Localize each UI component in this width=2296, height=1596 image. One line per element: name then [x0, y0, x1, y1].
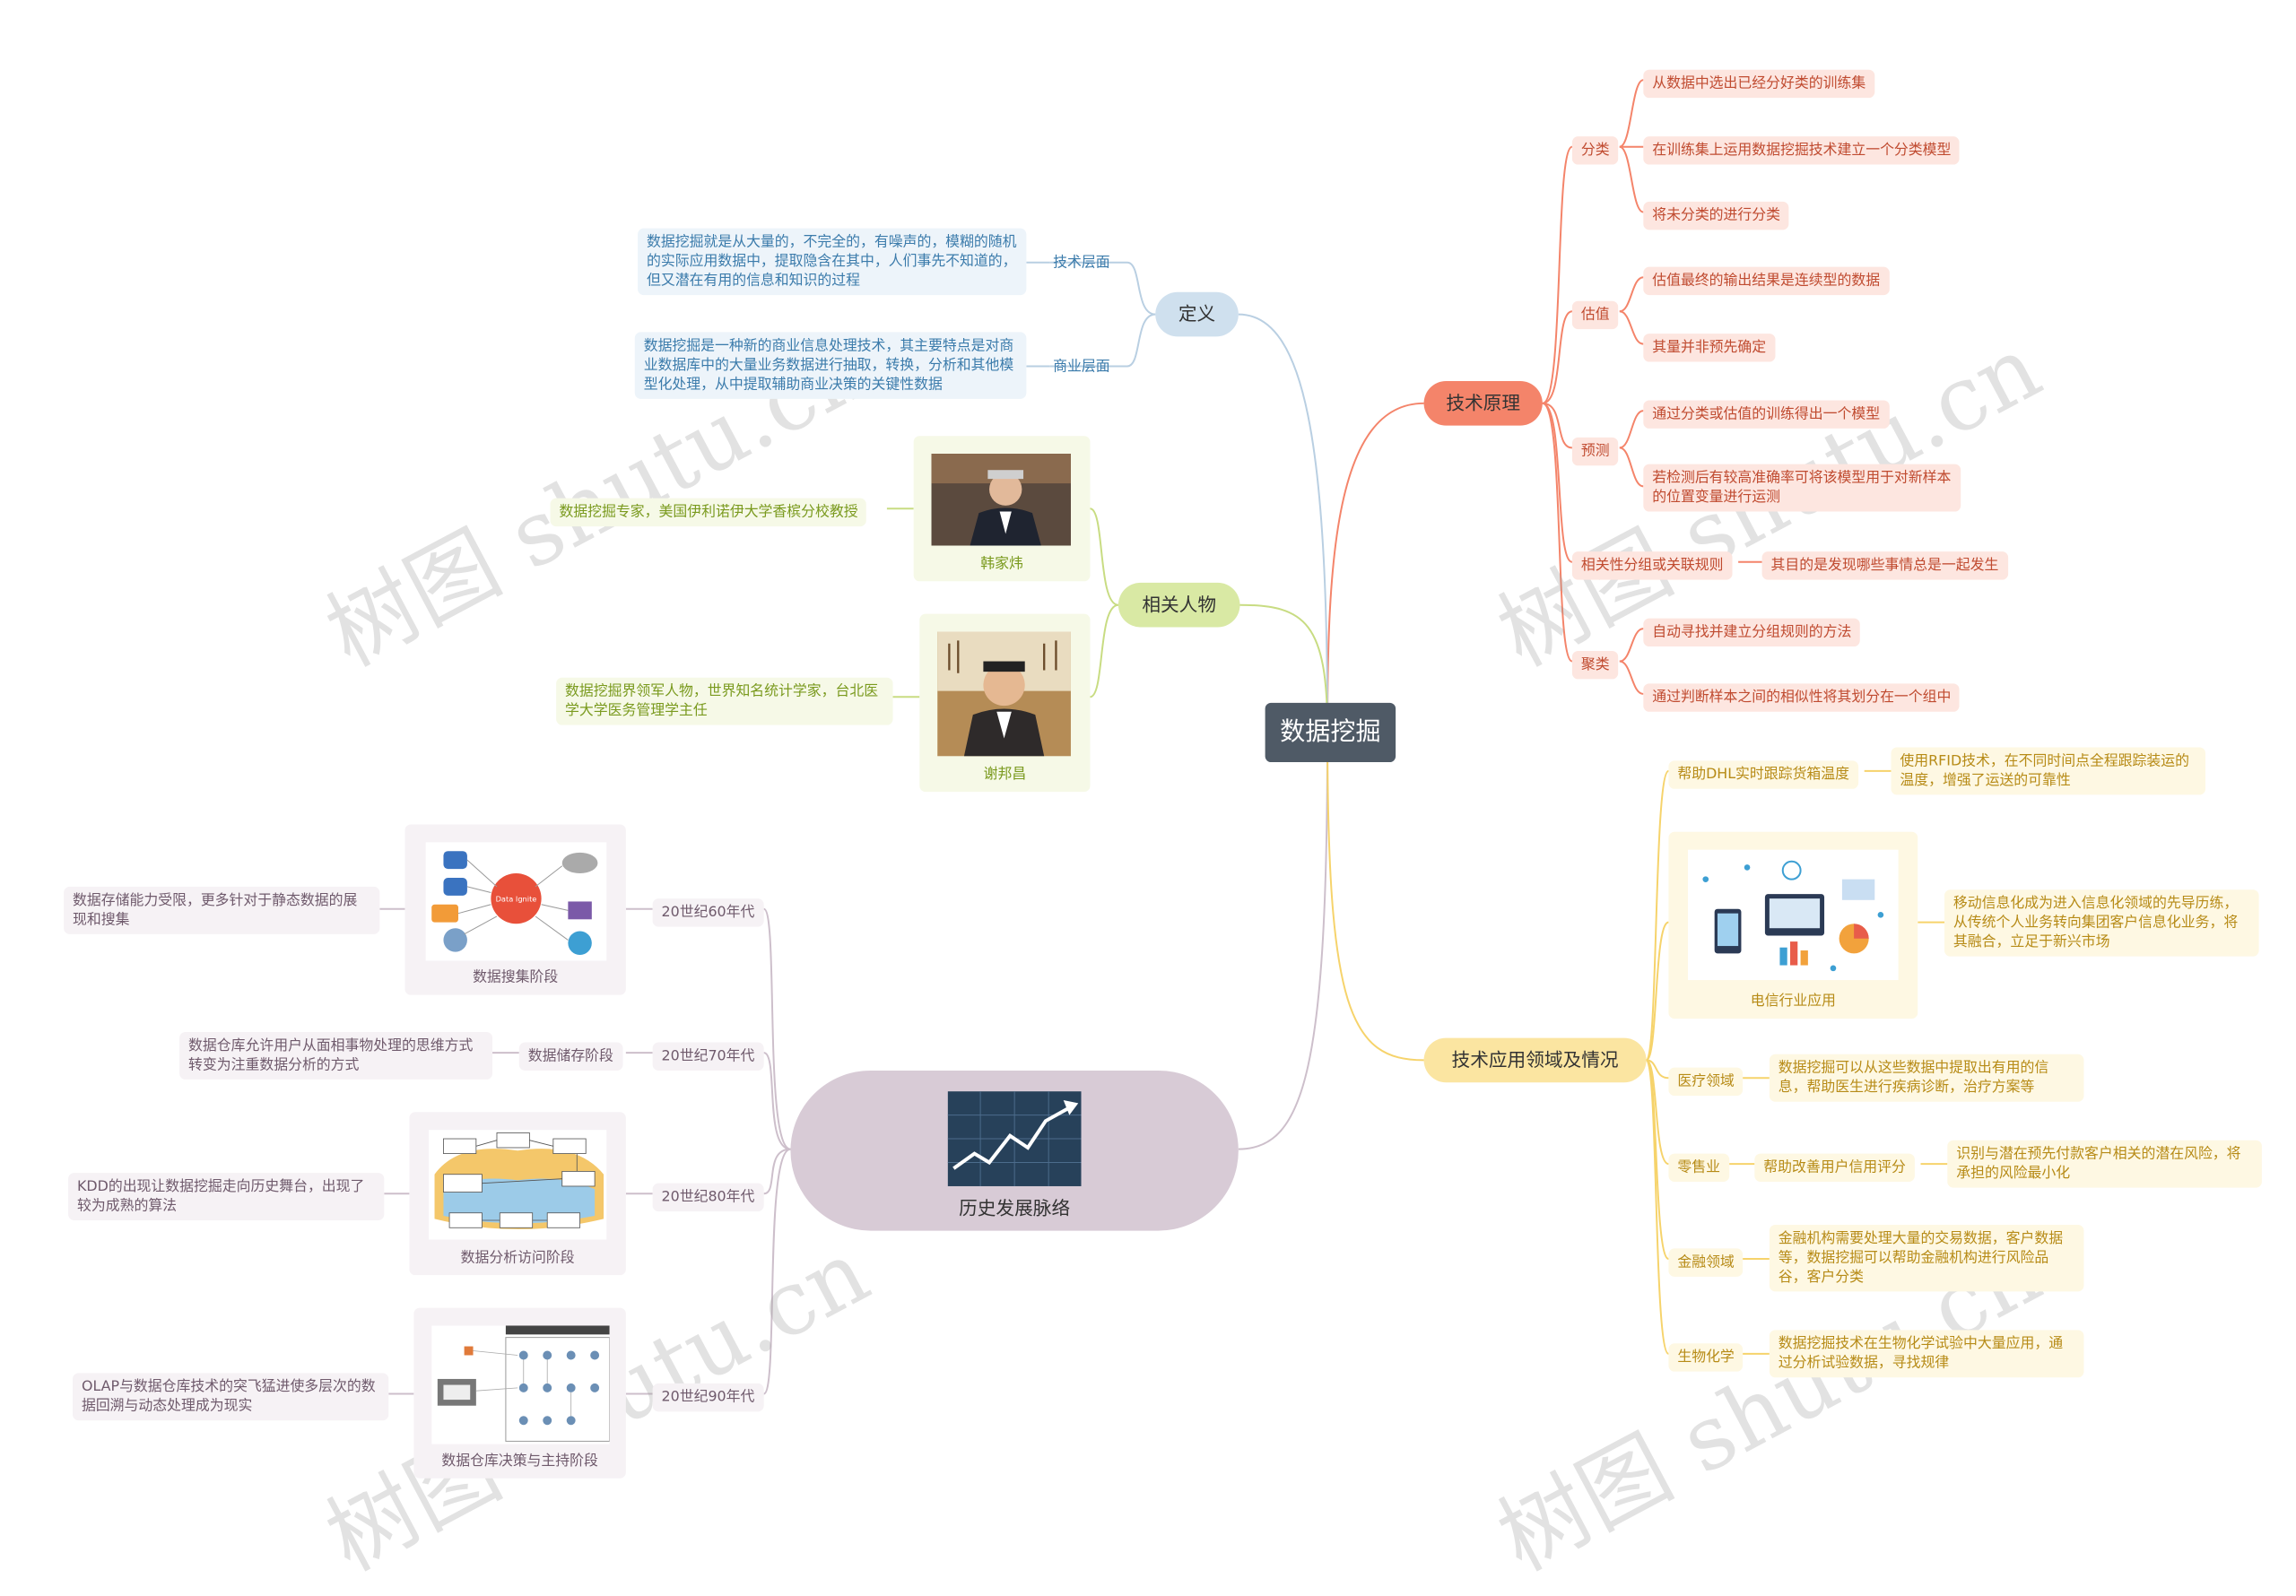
classification-topic[interactable]: 分类 — [1571, 136, 1619, 165]
history-topic[interactable]: 历史发展脉络 — [790, 1070, 1239, 1231]
stage-warehouse-text[interactable]: OLAP与数据仓库技术的突飞猛进使多层次的数据回溯与动态处理成为现实 — [73, 1373, 389, 1421]
stage-storage[interactable]: 数据储存阶段 — [518, 1042, 622, 1071]
dhl-topic[interactable]: 帮助DHL实时跟踪货箱温度 — [1668, 760, 1858, 789]
medical-topic[interactable]: 医疗领域 — [1668, 1067, 1744, 1097]
classification-item[interactable]: 在训练集上运用数据挖掘技术建立一个分类模型 — [1643, 136, 1961, 165]
tech-definition-text[interactable]: 数据挖掘就是从大量的，不完全的，有噪声的，模糊的随机的实际应用数据中，提取隐含在… — [638, 228, 1027, 296]
tech-level-topic[interactable]: 技术层面 — [1053, 255, 1110, 272]
clustering-topic[interactable]: 聚类 — [1571, 650, 1619, 680]
stock-chart-image — [947, 1091, 1082, 1186]
retail-text[interactable]: 识别与潜在预先付款客户相关的潜在风险，将承担的风险最小化 — [1947, 1140, 2262, 1188]
association-item[interactable]: 其目的是发现哪些事情总是一起发生 — [1761, 551, 2008, 580]
prediction-item[interactable]: 若检测后有较高准确率可将该模型用于对新样本的位置变量进行运测 — [1643, 464, 1961, 512]
association-topic[interactable]: 相关性分组或关联规则 — [1571, 551, 1733, 580]
person-card-han[interactable]: 韩家炜 — [913, 436, 1091, 582]
person-card-xie[interactable]: 谢邦昌 — [919, 613, 1091, 793]
kdd-process-diagram — [428, 1130, 607, 1240]
estimation-item[interactable]: 其量并非预先确定 — [1643, 334, 1776, 362]
stage-analysis-text[interactable]: KDD的出现让数据挖掘走向历史舞台，出现了较为成熟的算法 — [68, 1173, 385, 1220]
person-desc-xie[interactable]: 数据挖掘界领军人物，世界知名统计学家，台北医学大学医务管理学主任 — [556, 677, 893, 725]
root-topic[interactable]: 数据挖掘 — [1265, 702, 1396, 763]
data-ignite-diagram: Data Ignite — [425, 842, 607, 961]
person-name-xie: 谢邦昌 — [983, 766, 1027, 784]
person-desc-han[interactable]: 数据挖掘专家，美国伊利诺伊大学香槟分校教授 — [550, 498, 867, 527]
era-90s[interactable]: 20世纪90年代 — [652, 1383, 764, 1412]
stage-collection-label: 数据搜集阶段 — [473, 969, 559, 986]
stage-analysis-label: 数据分析访问阶段 — [460, 1250, 575, 1267]
era-80s[interactable]: 20世纪80年代 — [652, 1183, 764, 1212]
definition-topic[interactable]: 定义 — [1155, 291, 1239, 337]
stage-card-collection[interactable]: Data Ignite 数据搜集阶段 — [404, 824, 626, 995]
diagram-center-label: Data Ignite — [496, 894, 537, 903]
classification-item[interactable]: 从数据中选出已经分好类的训练集 — [1643, 69, 1875, 99]
portrait-image — [937, 631, 1071, 757]
person-name-han: 韩家炜 — [980, 556, 1023, 573]
biochem-topic[interactable]: 生物化学 — [1668, 1343, 1744, 1372]
stage-card-warehouse[interactable]: 数据仓库决策与主持阶段 — [413, 1307, 626, 1479]
principles-topic[interactable]: 技术原理 — [1423, 381, 1543, 426]
people-topic[interactable]: 相关人物 — [1118, 582, 1240, 628]
business-definition-text[interactable]: 数据挖掘是一种新的商业信息处理技术，其主要特点是对商业数据库中的大量业务数据进行… — [634, 332, 1027, 399]
classification-item[interactable]: 将未分类的进行分类 — [1643, 201, 1789, 230]
retail-topic[interactable]: 零售业 — [1668, 1153, 1729, 1182]
telecom-label: 电信行业应用 — [1750, 993, 1836, 1011]
prediction-topic[interactable]: 预测 — [1571, 437, 1619, 466]
portrait-image — [931, 454, 1071, 546]
connector-lines — [379, 79, 1948, 1395]
era-70s[interactable]: 20世纪70年代 — [652, 1042, 764, 1071]
stage-storage-text[interactable]: 数据仓库允许用户从面相事物处理的思维方式转变为注重数据分析的方式 — [179, 1031, 493, 1080]
era-60s[interactable]: 20世纪60年代 — [652, 898, 764, 927]
dhl-text[interactable]: 使用RFID技术，在不同时间点全程跟踪装运的温度，增强了运送的可靠性 — [1891, 747, 2206, 795]
stage-collection-text[interactable]: 数据存储能力受限，更多针对于静态数据的展现和搜集 — [64, 886, 380, 934]
applications-topic[interactable]: 技术应用领域及情况 — [1423, 1037, 1647, 1083]
data-warehouse-diagram — [431, 1325, 610, 1444]
business-level-topic[interactable]: 商业层面 — [1053, 359, 1110, 376]
finance-topic[interactable]: 金融领域 — [1668, 1248, 1744, 1277]
telecom-card[interactable]: 电信行业应用 — [1668, 831, 1918, 1019]
clustering-item[interactable]: 通过判断样本之间的相似性将其划分在一个组中 — [1643, 683, 1961, 712]
stage-card-analysis[interactable]: 数据分析访问阶段 — [409, 1112, 626, 1276]
estimation-topic[interactable]: 估值 — [1571, 300, 1619, 330]
clustering-item[interactable]: 自动寻找并建立分组规则的方法 — [1643, 618, 1861, 647]
stage-warehouse-label: 数据仓库决策与主持阶段 — [441, 1453, 598, 1470]
analytics-dashboard-image — [1687, 849, 1899, 981]
history-label: 历史发展脉络 — [959, 1196, 1071, 1219]
estimation-item[interactable]: 估值最终的输出结果是连续型的数据 — [1643, 266, 1889, 296]
mind-map-canvas: 树图 shutu.cn 树图 shutu.cn 树图 shutu.cn 树图 s… — [64, 69, 2262, 1592]
prediction-item[interactable]: 通过分类或估值的训练得出一个模型 — [1643, 400, 1889, 429]
biochem-text[interactable]: 数据挖掘技术在生物化学试验中大量应用，通过分析试验数据，寻找规律 — [1769, 1330, 2084, 1378]
telecom-text[interactable]: 移动信息化成为进入信息化领域的先导历练，从传统个人业务转向集团客户信息化业务，将… — [1944, 889, 2259, 957]
finance-text[interactable]: 金融机构需要处理大量的交易数据，客户数据等，数据挖掘可以帮助金融机构进行风险品谷… — [1769, 1224, 2084, 1292]
medical-text[interactable]: 数据挖掘可以从这些数据中提取出有用的信息，帮助医生进行疾病诊断，治疗方案等 — [1769, 1054, 2084, 1102]
retail-mid-topic[interactable]: 帮助改善用户信用评分 — [1754, 1153, 1915, 1182]
